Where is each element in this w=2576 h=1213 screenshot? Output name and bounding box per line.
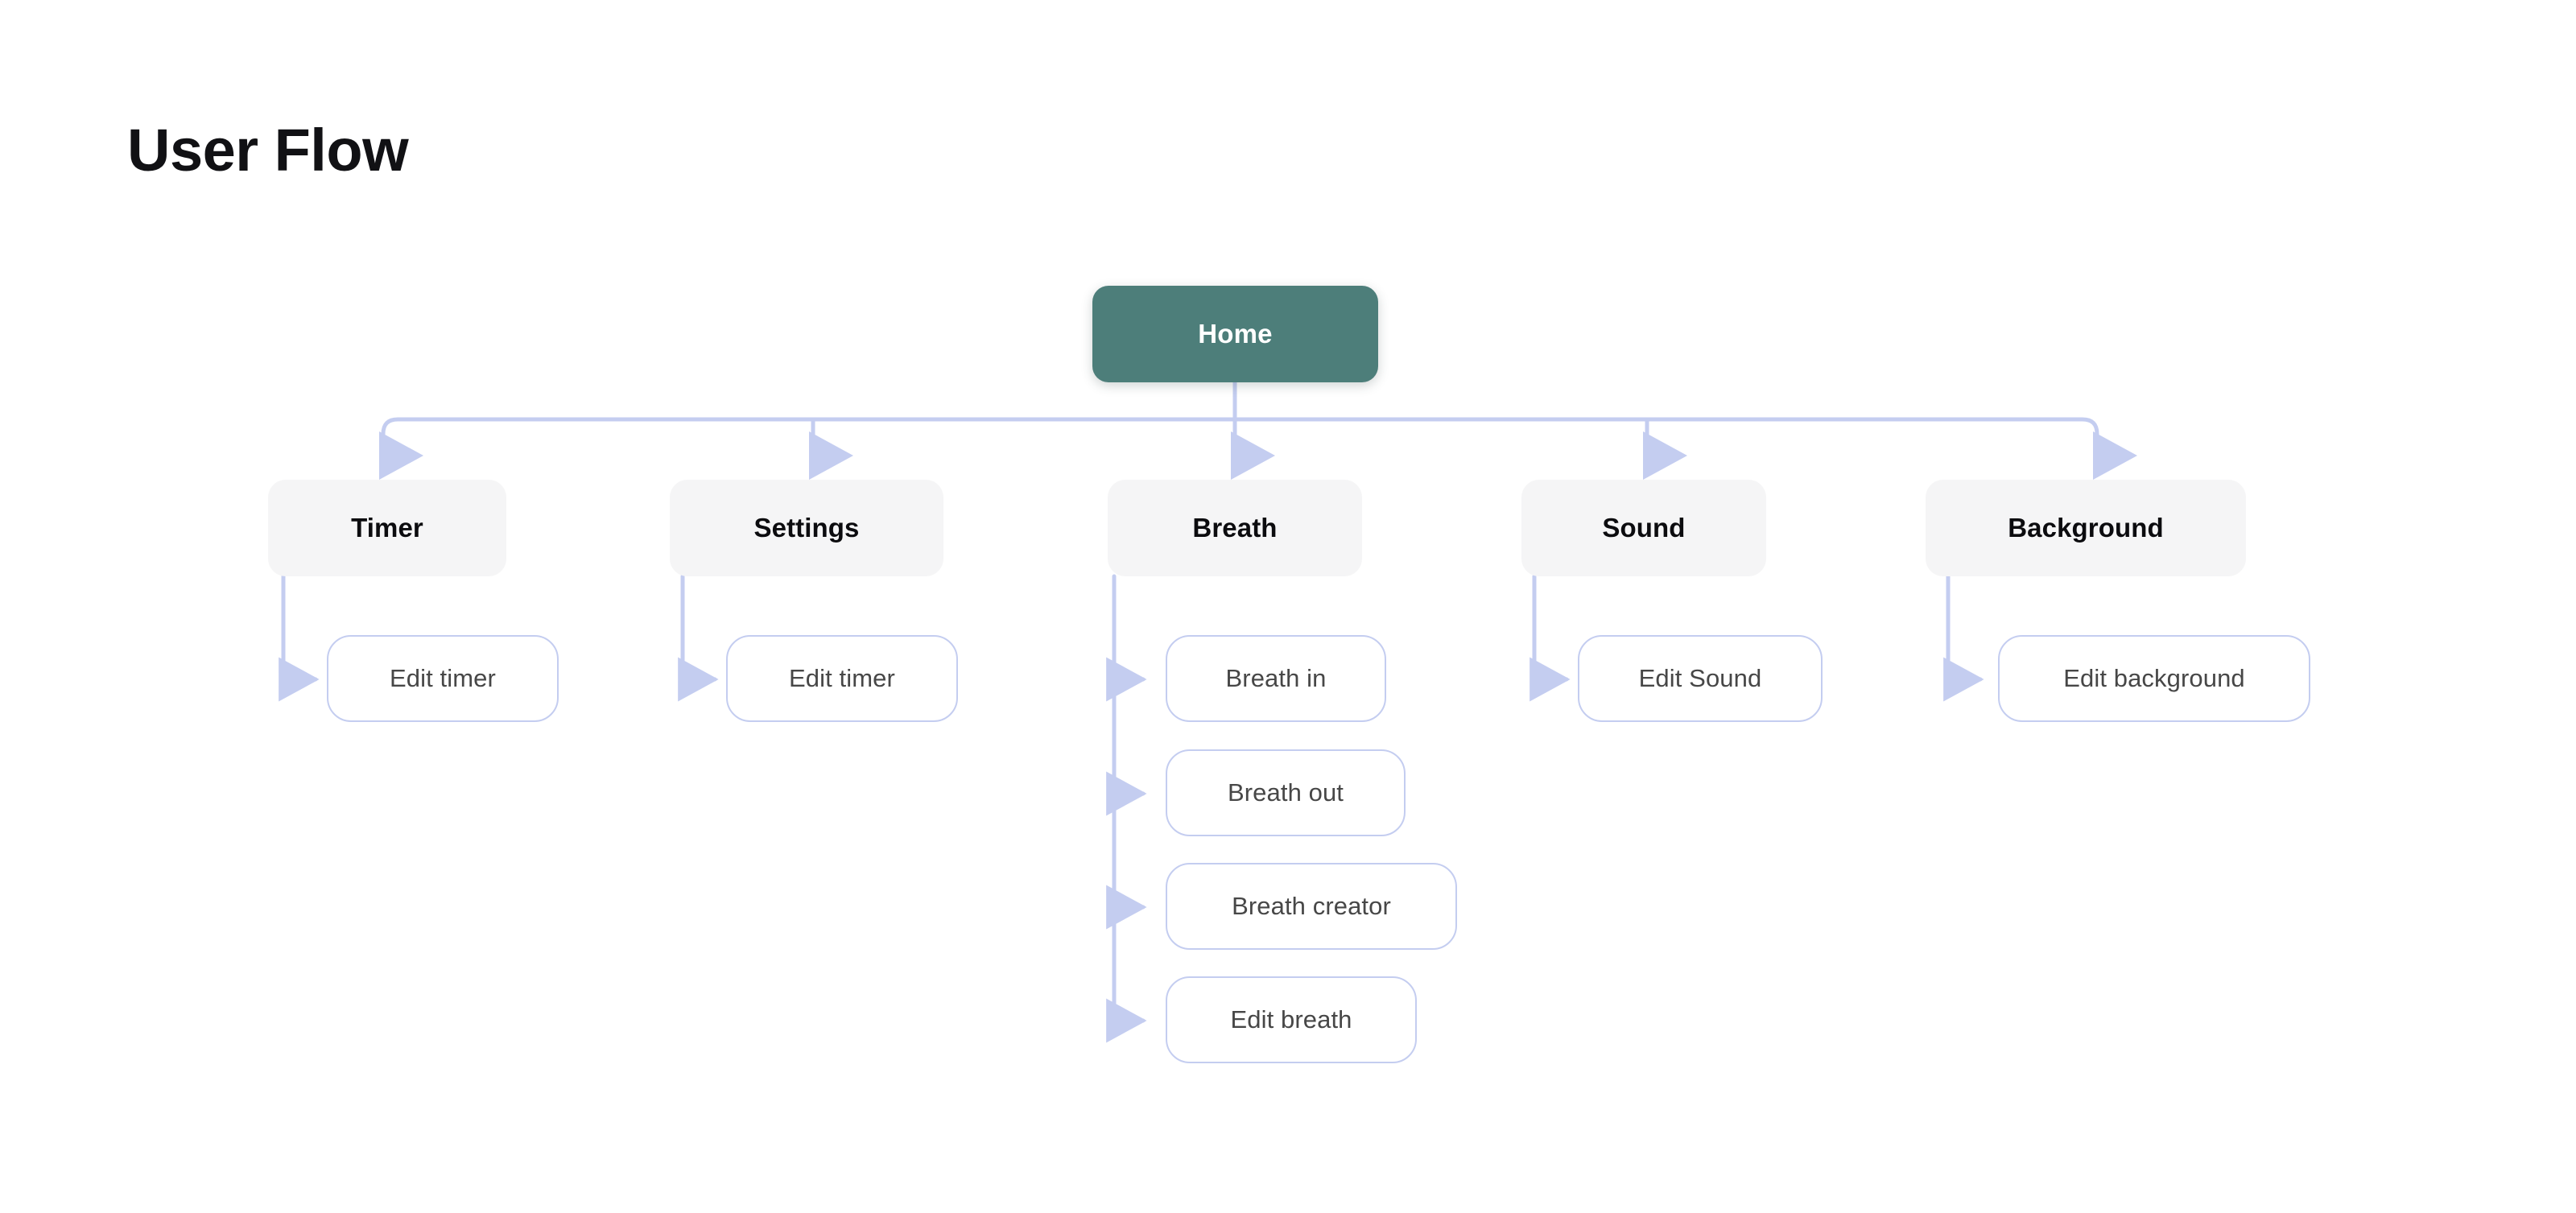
connector-timer-to-edit-timer bbox=[279, 574, 320, 702]
node-settings[interactable]: Settings bbox=[670, 480, 943, 576]
node-edit-timer[interactable]: Edit timer bbox=[327, 635, 559, 722]
node-background[interactable]: Background bbox=[1926, 480, 2246, 576]
connector-sound-to-edit-sound bbox=[1530, 574, 1571, 702]
node-edit-background[interactable]: Edit background bbox=[1998, 635, 2310, 722]
node-breath-creator[interactable]: Breath creator bbox=[1166, 863, 1457, 950]
node-breath-out[interactable]: Breath out bbox=[1166, 749, 1406, 836]
node-breath-in[interactable]: Breath in bbox=[1166, 635, 1386, 722]
page-title: User Flow bbox=[127, 117, 409, 184]
connector-bus-to-background bbox=[1232, 417, 2137, 480]
node-settings-edit-timer[interactable]: Edit timer bbox=[726, 635, 958, 722]
node-breath[interactable]: Breath bbox=[1108, 480, 1362, 576]
connector-settings-to-edit-timer bbox=[678, 574, 719, 702]
node-sound[interactable]: Sound bbox=[1521, 480, 1766, 576]
node-edit-sound[interactable]: Edit Sound bbox=[1578, 635, 1823, 722]
connector-breath-trunk bbox=[1106, 574, 1147, 1043]
connector-background-to-edit-background bbox=[1943, 574, 1984, 702]
node-timer[interactable]: Timer bbox=[268, 480, 506, 576]
node-home[interactable]: Home bbox=[1092, 286, 1378, 382]
node-edit-breath[interactable]: Edit breath bbox=[1166, 976, 1417, 1063]
connector-bus-to-timer bbox=[379, 417, 1237, 480]
